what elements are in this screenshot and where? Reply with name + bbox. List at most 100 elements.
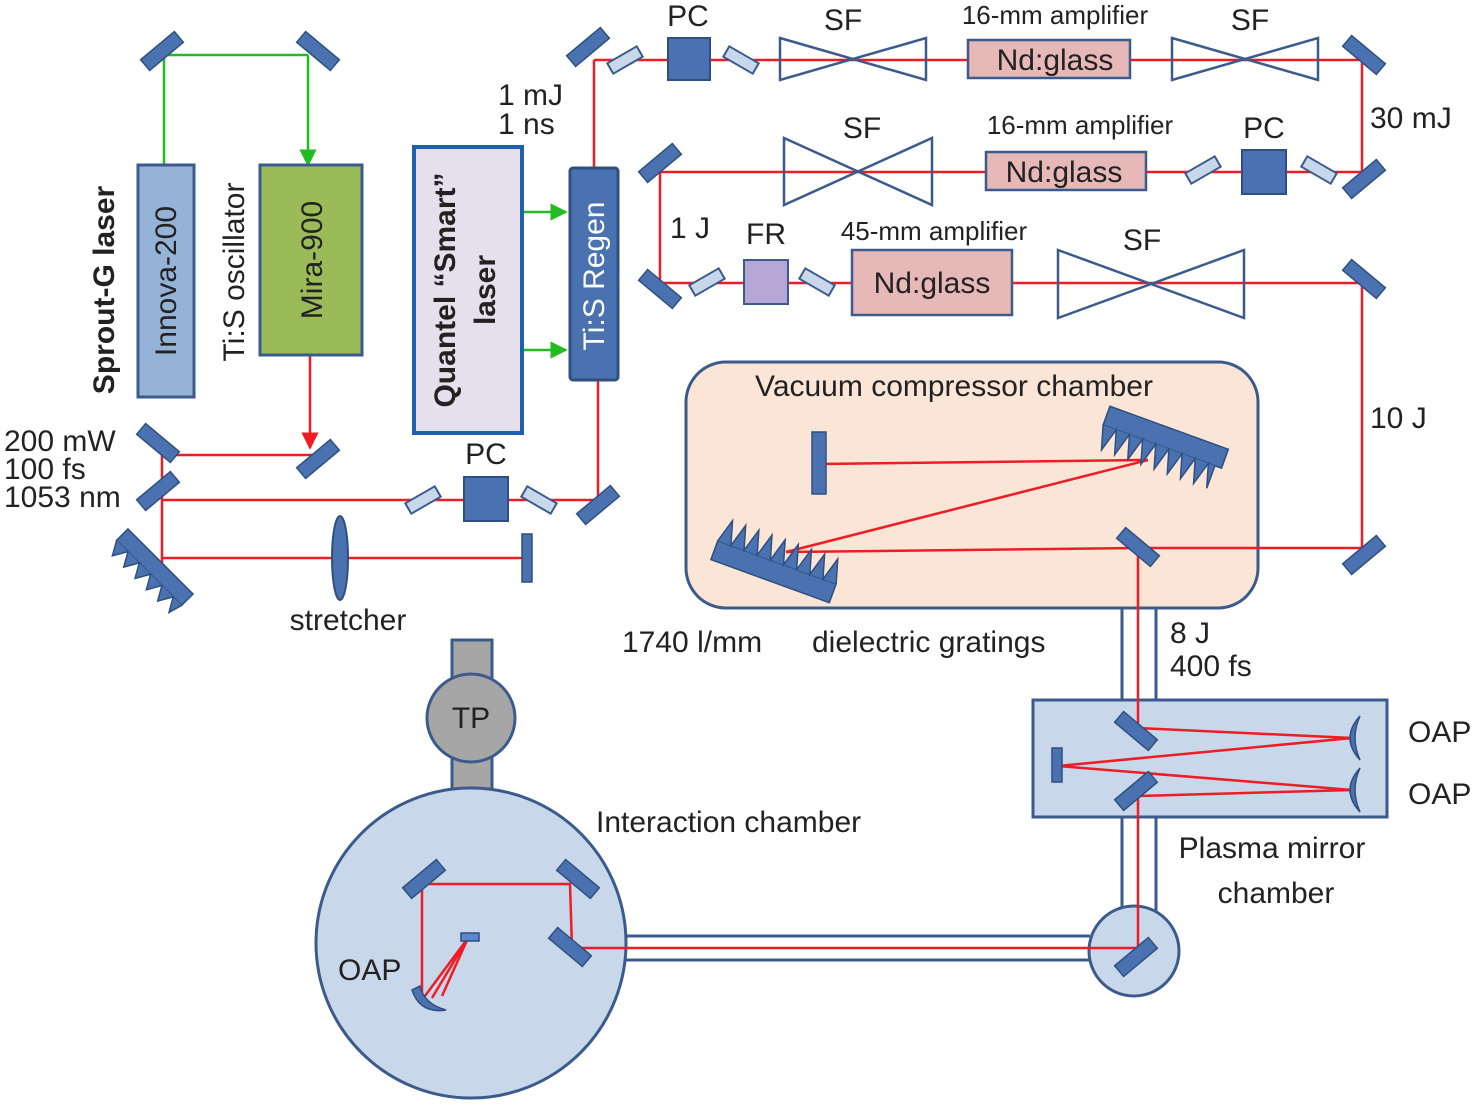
row1-sf-right-label: SF — [1231, 4, 1269, 37]
mirror-ic-3 — [401, 858, 447, 900]
fe-pockels-cell — [463, 476, 509, 522]
quantel-label-line2: laser — [469, 255, 502, 325]
mirror-fe-1 — [135, 422, 181, 464]
amp-row-3 — [687, 248, 1246, 320]
sprout-label: Sprout-G laser — [88, 185, 121, 394]
mirror-green-left — [139, 30, 185, 72]
regen-label: Ti:S Regen — [578, 202, 611, 351]
row1-spatial-filter-left — [778, 36, 928, 82]
mirror-compressor-pickoff — [1115, 526, 1161, 568]
row3-energy-out: 10 J — [1370, 402, 1427, 435]
mirror-row3-right — [1341, 258, 1387, 300]
row2-window-2 — [1299, 154, 1339, 186]
amp-row-1 — [605, 36, 1320, 82]
row3-nd-glass — [850, 248, 1014, 317]
transport-tube-to-interaction — [612, 934, 1090, 962]
regen-out-energy: 1 mJ — [498, 79, 563, 112]
row2-pockels-cell — [1241, 149, 1287, 195]
mirror-turn-chamber — [1113, 936, 1159, 978]
pm-oap-2 — [1349, 767, 1361, 813]
pm-caption-line2: chamber — [1218, 877, 1335, 910]
mirror-row2-right — [1341, 158, 1387, 200]
mira-label: Mira-900 — [296, 201, 329, 319]
row1-pc-label: PC — [667, 0, 709, 33]
red-beam-paths — [160, 58, 1364, 1001]
row2-spatial-filter — [782, 136, 934, 207]
row1-spatial-filter-right — [1170, 36, 1320, 82]
row2-amp-label: Nd:glass — [1006, 156, 1123, 189]
interaction-chamber — [314, 786, 628, 1100]
mirror-ic-1 — [547, 926, 593, 968]
row2-energy-out: 1 J — [670, 212, 710, 245]
mira-900-box: Mira-900 — [258, 163, 364, 357]
row2-pc-label: PC — [1243, 112, 1285, 145]
row3-fr-label: FR — [746, 218, 786, 251]
turning-mirrors — [135, 26, 1387, 978]
row3-amp-caption: 45-mm amplifier — [841, 216, 1028, 246]
row1-window-2 — [721, 44, 761, 76]
row1-pockels-cell — [667, 37, 711, 81]
ic-oap — [411, 984, 447, 1012]
pm-oap1-label: OAP — [1408, 716, 1471, 749]
grating-caption-b: dielectric gratings — [812, 626, 1045, 659]
grating-bottom-left — [709, 518, 839, 604]
row1-sf-left-label: SF — [824, 4, 862, 37]
mirror-green-right — [295, 30, 341, 72]
row3-window-2 — [797, 266, 837, 298]
row2-window-1 — [1183, 154, 1223, 186]
regen-out-duration: 1 ns — [498, 108, 555, 141]
mirror-fe-3 — [575, 484, 621, 526]
row1-energy-out: 30 mJ — [1370, 102, 1452, 135]
transport-tube-pm-to-turn — [1120, 817, 1158, 912]
mirror-compressor-in — [1341, 534, 1387, 576]
mirror-fe-2 — [135, 470, 181, 512]
row1-amp-label: Nd:glass — [997, 44, 1114, 77]
fe-duration: 100 fs — [4, 453, 86, 486]
ti-s-regen-box: Ti:S Regen — [568, 166, 620, 382]
row2-amp-caption: 16-mm amplifier — [987, 110, 1174, 140]
grating-top-right — [1100, 405, 1230, 489]
stretcher-lens — [331, 515, 349, 601]
mirror-pm-2 — [1113, 770, 1159, 812]
row1-window-1 — [605, 44, 645, 76]
mirror-row1-end — [1341, 34, 1387, 76]
fe-power: 200 mW — [4, 425, 116, 458]
mirror-row2-left — [637, 142, 683, 184]
interaction-caption: Interaction chamber — [596, 806, 861, 839]
compressor-roof-mirror — [811, 431, 827, 495]
row3-sf-label: SF — [1123, 224, 1161, 257]
plasma-mirror-target — [1051, 747, 1063, 783]
row1-nd-glass — [966, 38, 1132, 80]
row3-spatial-filter — [1056, 248, 1246, 320]
compressor-out-energy: 8 J — [1170, 617, 1210, 650]
grating-caption-a: 1740 l/mm — [622, 626, 762, 659]
turbo-pump — [425, 638, 517, 802]
pm-caption-line1: Plasma mirror — [1179, 832, 1366, 865]
stretcher-grating — [111, 527, 195, 614]
innova-200-box: Innova-200 — [136, 163, 196, 399]
mirror-pm-1 — [1113, 710, 1159, 752]
ic-target — [460, 932, 480, 942]
fe-wavelength: 1053 nm — [4, 481, 121, 514]
fe-window-2 — [519, 484, 559, 516]
compressor-title: Vacuum compressor chamber — [755, 370, 1153, 403]
stretcher-end-mirror — [521, 533, 533, 583]
mirror-regen-top — [565, 26, 611, 68]
innova-label: Innova-200 — [150, 206, 183, 356]
ti-s-oscillator-label: Ti:S oscillator — [218, 183, 251, 362]
row2-sf-label: SF — [843, 112, 881, 145]
front-end-optics — [111, 476, 559, 614]
mirror-osc-out — [295, 438, 341, 480]
transport-tube-compressor-to-pm — [1120, 608, 1158, 700]
fe-window-1 — [403, 484, 443, 516]
quantel-label-line1: Quantel “Smart” — [429, 172, 462, 407]
mirror-ic-2 — [555, 858, 601, 900]
pm-oaps — [1349, 715, 1361, 813]
stretcher-label: stretcher — [290, 604, 407, 637]
quantel-smart-laser-box: Quantel “Smart” laser — [412, 145, 524, 435]
row1-amp-caption: 16-mm amplifier — [962, 0, 1149, 30]
row3-faraday-rotator — [743, 259, 789, 305]
compressor-out-duration: 400 fs — [1170, 650, 1252, 683]
plasma-mirror-chamber — [1031, 698, 1389, 819]
